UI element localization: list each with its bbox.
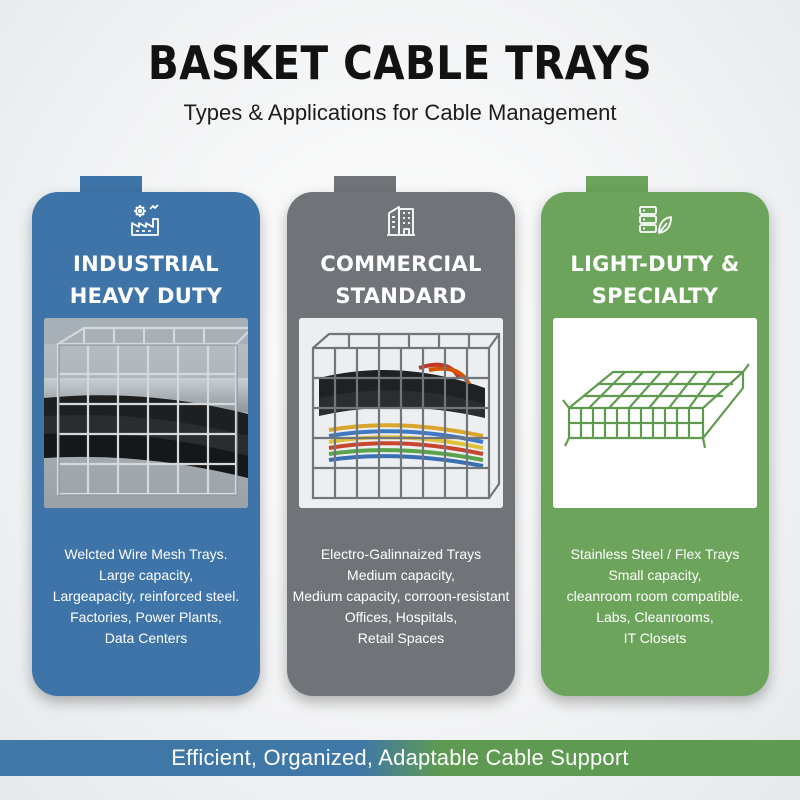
card-tab-industrial — [80, 176, 142, 196]
desc-line: Offices, Hospitals, — [344, 609, 458, 625]
light-duty-tray-photo — [553, 318, 757, 508]
card-light-duty: LIGHT-DUTY & SPECIALTY Stainless Steel /… — [541, 192, 769, 696]
card-title-line: INDUSTRIAL — [73, 252, 219, 276]
desc-line: Welcted Wire Mesh Trays. — [64, 546, 228, 562]
page-subtitle: Types & Applications for Cable Managemen… — [183, 100, 617, 125]
card-title-line: SPECIALTY — [591, 284, 719, 308]
footer-tagline: Efficient, Organized, Adaptable Cable Su… — [171, 745, 629, 770]
desc-line: Largeapacity, reinforced steel. — [52, 588, 240, 604]
card-tab-light-duty — [586, 176, 648, 196]
card-tab-commercial — [334, 176, 396, 196]
desc-line: Retail Spaces — [357, 630, 445, 646]
desc-line: Electro-Galinnaized Trays — [320, 546, 482, 562]
desc-line: IT Closets — [623, 630, 687, 646]
card-title-line: COMMERCIAL — [320, 252, 482, 276]
card-description: Electro-Galinnaized Trays Medium capacit… — [287, 544, 515, 649]
card-title-line: HEAVY DUTY — [69, 284, 223, 308]
card-commercial: COMMERCIAL STANDARD Electro-Galinn — [287, 192, 515, 696]
factory-gear-icon — [32, 202, 260, 238]
server-leaf-icon — [541, 202, 769, 238]
desc-line: Data Centers — [104, 630, 188, 646]
card-title-line: LIGHT-DUTY & — [570, 252, 740, 276]
page-title: BASKET CABLE TRAYS — [147, 36, 653, 90]
desc-line: cleanroom room compatible. — [566, 588, 744, 604]
desc-line: Labs, Cleanrooms, — [596, 609, 714, 625]
card-title: COMMERCIAL STANDARD — [287, 248, 515, 312]
commercial-tray-photo — [299, 318, 503, 508]
desc-line: Medium capacity, corroon-resistant — [292, 588, 510, 604]
footer-banner: Efficient, Organized, Adaptable Cable Su… — [0, 740, 800, 776]
card-description: Welcted Wire Mesh Trays. Large capacity,… — [32, 544, 260, 649]
desc-line: Stainless Steel / Flex Trays — [570, 546, 740, 562]
card-title: INDUSTRIAL HEAVY DUTY — [32, 248, 260, 312]
card-industrial: INDUSTRIAL HEAVY DUTY — [32, 192, 260, 696]
desc-line: Medium capacity, — [347, 567, 455, 583]
heavy-duty-tray-photo — [44, 318, 248, 508]
office-building-icon — [287, 202, 515, 238]
card-title: LIGHT-DUTY & SPECIALTY — [541, 248, 769, 312]
desc-line: Large capacity, — [99, 567, 193, 583]
desc-line: Small capacity, — [608, 567, 702, 583]
card-title-line: STANDARD — [335, 284, 467, 308]
card-description: Stainless Steel / Flex Trays Small capac… — [541, 544, 769, 649]
desc-line: Factories, Power Plants, — [70, 609, 222, 625]
